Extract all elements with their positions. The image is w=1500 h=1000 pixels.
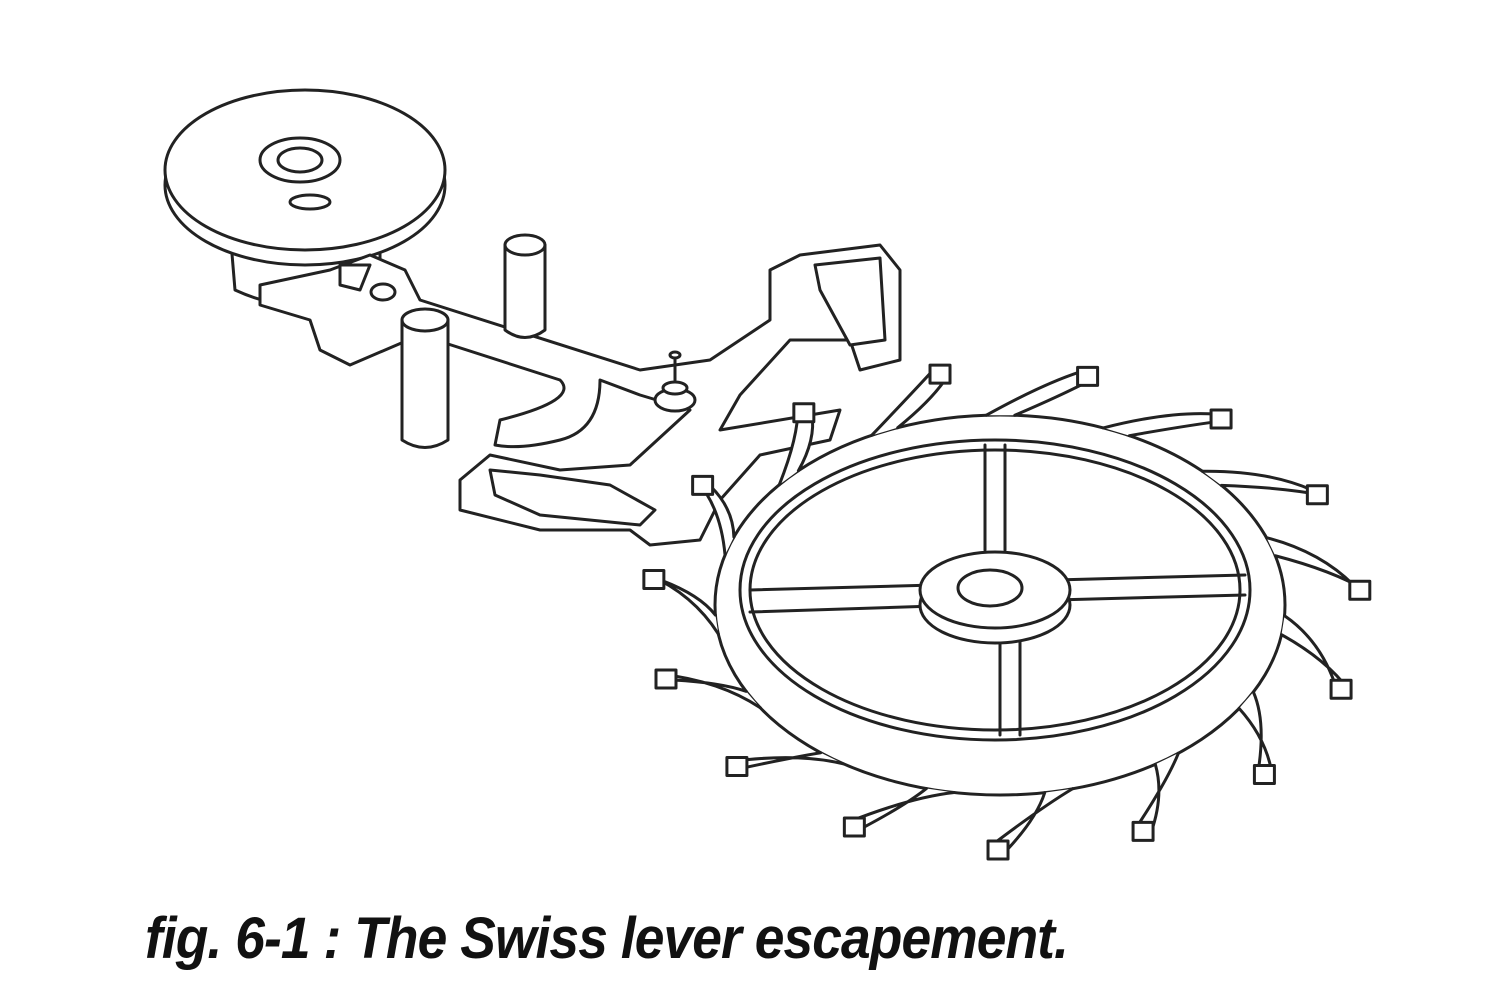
wheel-tooth-tip <box>1076 365 1100 387</box>
wheel-spokes <box>748 443 1247 737</box>
figure-caption: fig. 6-1 : The Swiss lever escapement. <box>145 906 1069 971</box>
wheel-tooth <box>1237 690 1274 778</box>
banking-pins <box>400 233 547 449</box>
wheel-tooth-tip <box>1305 484 1329 506</box>
wheel-tooth-tip <box>986 839 1010 861</box>
wheel-tooth-tip <box>792 402 816 424</box>
wheel-tooth-tip <box>842 816 866 838</box>
wheel-tooth-tip <box>1131 820 1155 842</box>
wheel-tooth-tip <box>654 668 678 690</box>
wheel-tooth-tip <box>1348 579 1372 601</box>
wheel-tooth-tip <box>725 756 749 778</box>
wheel-teeth <box>642 363 1372 861</box>
wheel-tooth-tip <box>1329 678 1353 700</box>
wheel-tooth-tip <box>642 569 666 591</box>
wheel-tooth-tip <box>691 474 715 496</box>
escape-wheel <box>642 363 1372 861</box>
wheel-tooth-tip <box>1252 764 1276 786</box>
wheel-tooth-tip <box>1209 408 1233 430</box>
wheel-tooth-tip <box>928 363 952 385</box>
balance-roller <box>163 88 447 310</box>
